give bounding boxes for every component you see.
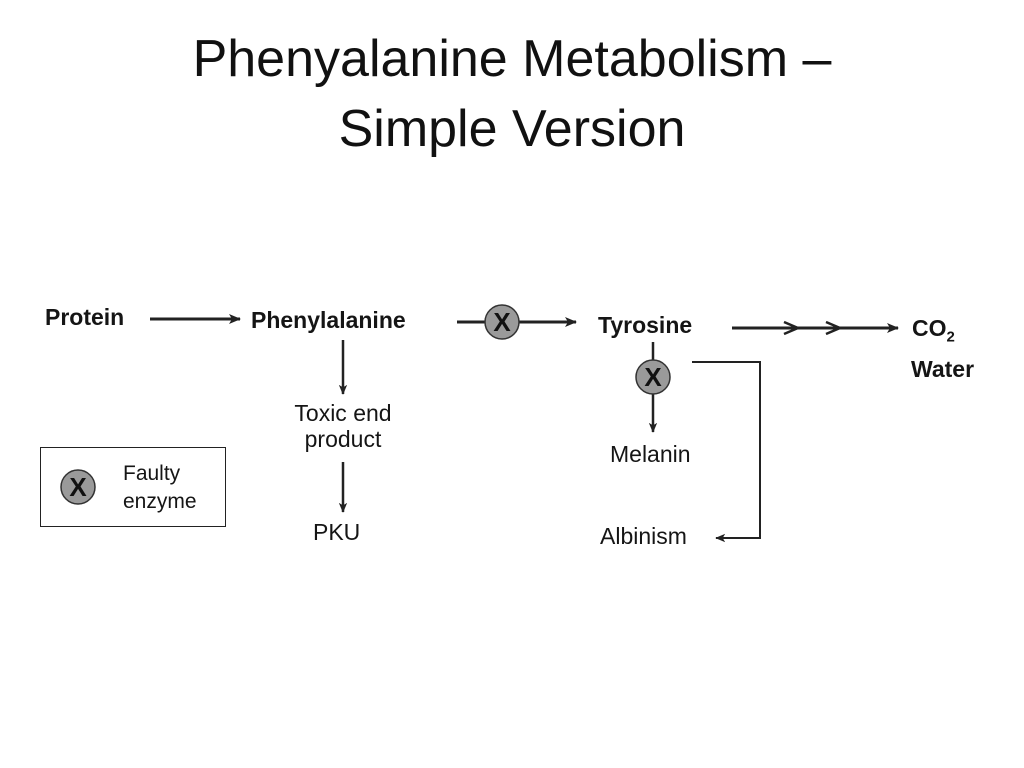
- arrow-tyrosine-to-co2-mid-head: [783, 320, 844, 336]
- diagram-arrows: [150, 314, 899, 543]
- metabolism-diagram: Protein Phenylalanine Tyrosine CO2 Water…: [0, 262, 1024, 602]
- node-protein: Protein: [45, 304, 125, 330]
- node-melanin: Melanin: [610, 441, 691, 467]
- toxic-line-2: product: [304, 426, 382, 453]
- x-letter: X: [644, 362, 662, 392]
- node-toxic-end-product: Toxic end product: [283, 400, 403, 453]
- x-circle-icon: X: [484, 304, 520, 340]
- x-circle-icon: X: [635, 359, 671, 395]
- legend-label: Faulty enzyme: [123, 460, 197, 516]
- node-water: Water: [911, 356, 975, 382]
- x-circle-icon: X: [60, 469, 96, 505]
- legend-line-2: enzyme: [123, 490, 197, 513]
- legend-box: X Faulty enzyme: [40, 447, 226, 527]
- faulty-enzyme-marker-phe-tyr: X: [483, 303, 521, 341]
- legend-marker: X: [59, 468, 97, 506]
- node-tyrosine: Tyrosine: [598, 312, 693, 338]
- toxic-line-1: Toxic end: [294, 400, 392, 426]
- legend-line-1: Faulty: [123, 462, 181, 485]
- faulty-enzyme-marker-tyr-melanin: X: [634, 358, 672, 396]
- node-pku: PKU: [313, 519, 361, 545]
- node-phenylalanine: Phenylalanine: [251, 307, 406, 333]
- legend-x-letter: X: [69, 472, 87, 502]
- title-line-1: Phenyalanine Metabolism –: [192, 30, 832, 88]
- node-albinism: Albinism: [600, 523, 687, 549]
- co2-prefix: CO: [912, 315, 947, 341]
- x-letter: X: [493, 307, 511, 337]
- slide-title: Phenyalanine Metabolism – Simple Version: [0, 24, 1024, 164]
- co2-subscript: 2: [946, 328, 955, 346]
- node-co2: CO2: [912, 315, 955, 346]
- title-line-2: Simple Version: [338, 100, 686, 158]
- arrow-bracket-to-albinism: [692, 361, 761, 543]
